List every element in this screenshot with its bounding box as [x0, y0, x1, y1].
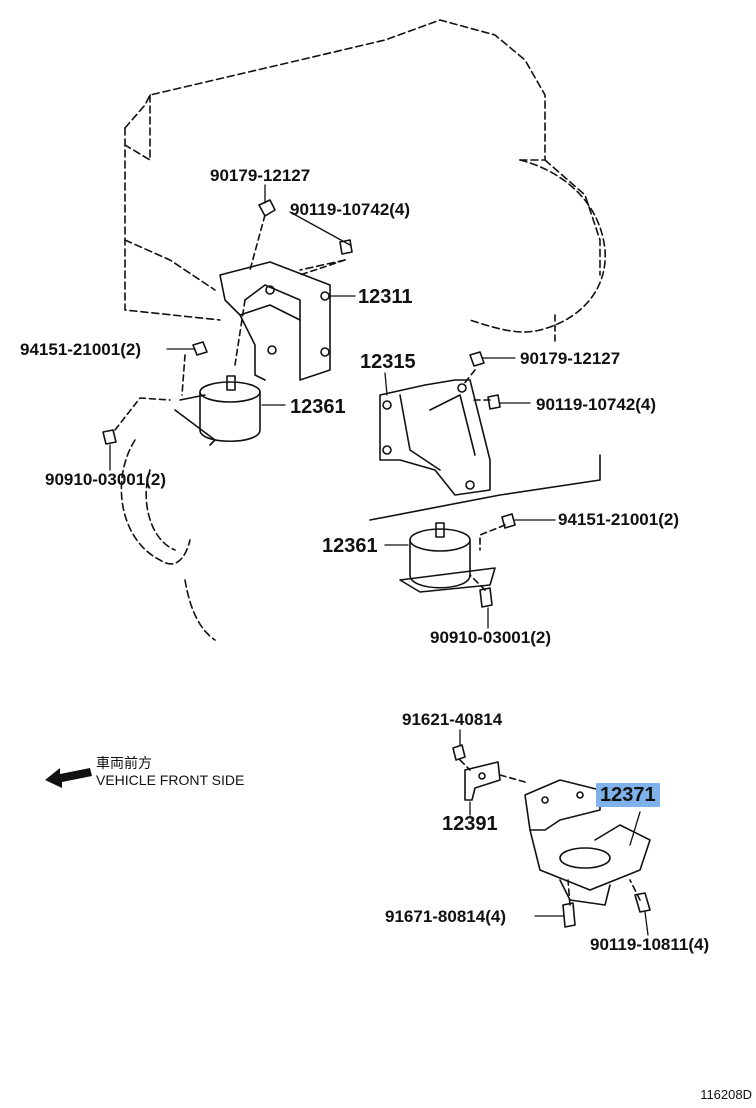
label-94151-21001-left: 94151-21001(2)	[20, 340, 141, 359]
rear-insulator-12371	[524, 779, 651, 928]
label-91671-80814: 91671-80814(4)	[385, 907, 506, 926]
right-fasteners	[469, 351, 516, 608]
label-90119-10811: 90119-10811(4)	[590, 935, 710, 954]
label-12391: 12391	[442, 813, 498, 835]
direction-note-en: VEHICLE FRONT SIDE	[96, 772, 245, 788]
label-91621-40814: 91621-40814	[402, 710, 503, 729]
label-12315: 12315	[360, 351, 416, 373]
rear-bracket-12391	[452, 744, 501, 801]
label-12361-left: 12361	[290, 396, 346, 418]
label-12311: 12311	[358, 286, 413, 308]
label-90179-12127-right: 90179-12127	[520, 349, 621, 368]
right-bracket-12315	[379, 379, 491, 496]
label-90910-03001-left: 90910-03001(2)	[45, 470, 166, 489]
label-94151-21001-right: 94151-21001(2)	[558, 510, 679, 529]
label-90910-03001-right: 90910-03001(2)	[430, 628, 551, 647]
left-insulator-12361	[174, 375, 261, 446]
figure-id: 116208D	[700, 1087, 752, 1102]
label-90119-10742-top: 90119-10742(4)	[290, 200, 411, 219]
engine-lower-edge	[369, 454, 601, 521]
vehicle-front-arrow-icon	[45, 768, 92, 788]
label-12371-highlighted[interactable]: 12371	[596, 783, 660, 807]
left-fasteners	[102, 199, 353, 445]
label-90179-12127-top: 90179-12127	[210, 166, 311, 185]
label-90119-10742-right: 90119-10742(4)	[536, 395, 657, 414]
left-bracket-12311	[219, 261, 331, 381]
right-insulator-12361	[399, 522, 496, 593]
fastener-dashes	[114, 214, 641, 906]
label-12361-right: 12361	[322, 535, 378, 557]
direction-note-jp: 車両前方	[96, 755, 152, 771]
engine-outline	[120, 19, 606, 641]
leader-lines	[109, 184, 649, 936]
